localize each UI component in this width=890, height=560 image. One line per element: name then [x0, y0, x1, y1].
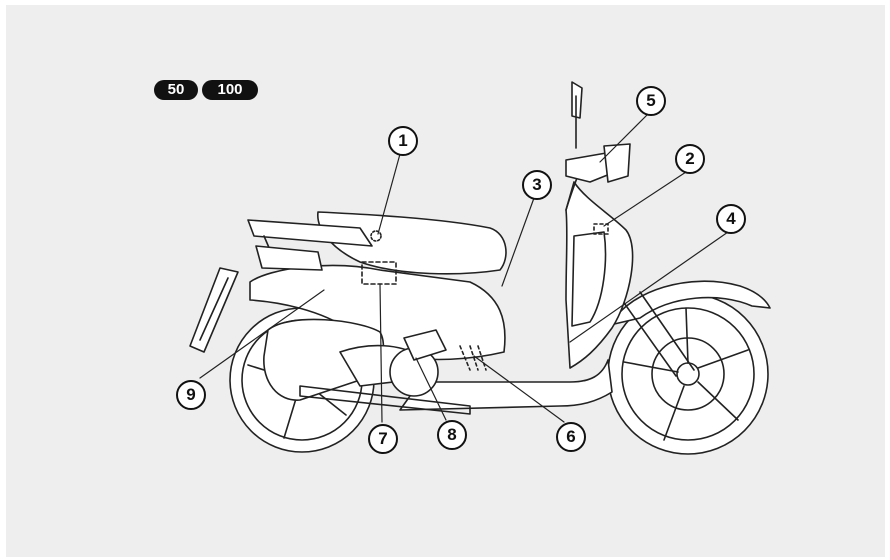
front-wheel: [607, 293, 769, 455]
variant-badge-100: 100: [202, 80, 258, 100]
front-fork: [621, 291, 695, 377]
plate-bracket: [189, 267, 239, 353]
variant-badge-50: 50: [154, 80, 198, 100]
seat: [317, 211, 507, 275]
callout-6: 6: [556, 422, 586, 452]
rear-body: [249, 264, 506, 361]
callout-5: 5: [636, 86, 666, 116]
front-panel: [571, 231, 607, 327]
headset-cover: [603, 143, 631, 183]
callout-8: 8: [437, 420, 467, 450]
mirror: [571, 81, 583, 149]
floorboard: [399, 359, 613, 411]
callout-7: 7: [368, 424, 398, 454]
callout-9: 9: [176, 380, 206, 410]
front-fender: [609, 280, 771, 326]
shock: [403, 329, 447, 361]
callout-2: 2: [675, 144, 705, 174]
swingarm: [299, 385, 471, 415]
leader-lines: [199, 113, 729, 423]
rear-lamp: [255, 245, 323, 271]
callout-1: 1: [388, 126, 418, 156]
callout-4: 4: [716, 204, 746, 234]
callout-3: 3: [522, 170, 552, 200]
